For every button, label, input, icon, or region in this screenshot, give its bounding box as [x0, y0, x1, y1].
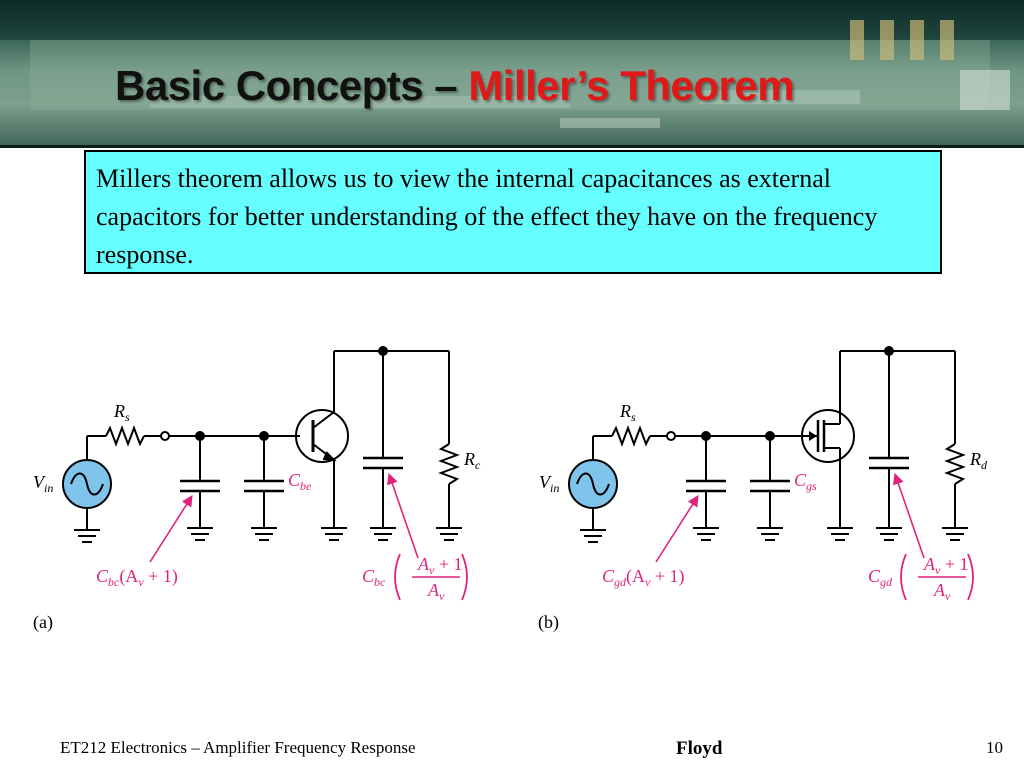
arrow-miller-out-a	[386, 472, 419, 559]
resistor-rc	[438, 443, 460, 485]
frac-den-b: Av	[933, 580, 951, 603]
header-divider	[0, 145, 1024, 148]
label-miller-in-b: Cgd(Av + 1)	[602, 566, 685, 589]
label-vin-a: Vin	[33, 472, 53, 495]
resistor-rd	[944, 443, 966, 485]
frac-num-a: Av + 1	[417, 554, 462, 577]
arrow-miller-in-b	[655, 495, 699, 563]
bjt-transistor	[295, 409, 349, 463]
title-accent: Miller’s Theorem	[468, 62, 795, 109]
info-box: Millers theorem allows us to view the in…	[84, 150, 942, 274]
label-vin-b: Vin	[539, 472, 559, 495]
circuit-b	[568, 346, 968, 543]
label-rs-b: Rs	[619, 401, 636, 424]
frac-num-b: Av + 1	[923, 554, 968, 577]
paren-right-b	[967, 553, 974, 601]
title-main: Basic Concepts –	[115, 62, 469, 109]
slide-header: Basic Concepts – Miller’s Theorem	[0, 0, 1024, 148]
terminal-b	[666, 431, 676, 441]
header-circuit-board-image	[0, 0, 1024, 128]
circuit-a	[62, 346, 462, 543]
info-text: Millers theorem allows us to view the in…	[96, 164, 878, 269]
label-miller-out-b: Cgd	[868, 566, 893, 589]
frac-den-a: Av	[427, 580, 445, 603]
resistor-rs-b	[611, 425, 651, 447]
label-miller-out-a: Cbc	[362, 566, 386, 589]
terminal-a	[160, 431, 170, 441]
fet-gate-arrow	[809, 431, 817, 441]
label-rc: Rc	[463, 449, 481, 472]
label-cbe: Cbe	[288, 470, 312, 493]
arrow-miller-in-a	[149, 495, 193, 563]
arrow-miller-out-b	[892, 472, 925, 559]
label-rs-a: Rs	[113, 401, 130, 424]
paren-left-a	[394, 553, 401, 601]
label-cgs: Cgs	[794, 470, 817, 493]
label-miller-in-a: Cbc(Av + 1)	[96, 566, 178, 589]
slide-title: Basic Concepts – Miller’s Theorem	[115, 62, 795, 110]
ac-source-a-wave	[70, 472, 104, 496]
paren-right-a	[461, 553, 468, 601]
footer-page-number: 10	[986, 738, 1003, 757]
paren-left-b	[900, 553, 907, 601]
footer-course: ET212 Electronics – Amplifier Frequency …	[60, 738, 416, 757]
fet-transistor	[801, 409, 855, 463]
panel-label-b: (b)	[538, 612, 559, 633]
ac-source-b-wave	[576, 472, 610, 496]
footer-author: Floyd	[676, 738, 723, 759]
panel-label-a: (a)	[33, 612, 53, 633]
label-rd: Rd	[969, 449, 988, 472]
resistor-rs-a	[105, 425, 145, 447]
